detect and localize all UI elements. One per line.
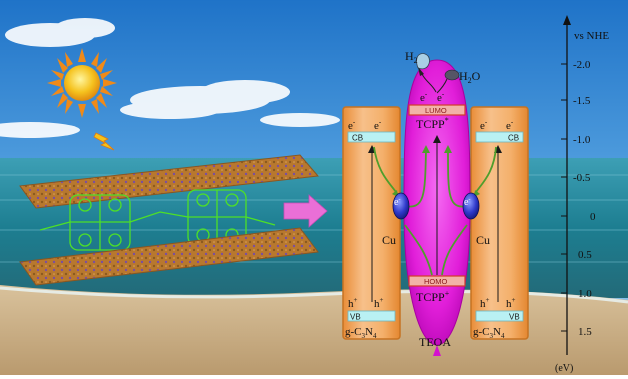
axis-tick-label: -2.0 (573, 59, 591, 71)
h2-bubble (416, 53, 437, 93)
left-electron-2: e- (374, 118, 382, 132)
homo-band (408, 275, 466, 287)
cu-to-lumo-arrow-left (403, 149, 427, 208)
lightning-icon (93, 132, 115, 151)
homo-label: HOMO (424, 277, 447, 286)
right-vb-label: VB (509, 313, 520, 322)
surf-line (0, 286, 628, 304)
right-vb-band (475, 310, 524, 322)
left-hole-1: h+ (348, 296, 358, 310)
axis-title: vs NHE (574, 30, 609, 42)
homo-link-left (404, 224, 433, 276)
right-g-c3n4-label: g-C3N4 (473, 326, 505, 340)
porphyrin-molecules (39, 189, 276, 251)
left-hole-2: h+ (374, 296, 384, 310)
axis-tick-label: -1.0 (573, 134, 591, 146)
axis-tick-label: 1.0 (578, 288, 592, 300)
right-cu-particle: e- (462, 192, 480, 220)
right-cb-label: CB (508, 134, 519, 143)
pink-arrow-icon (283, 194, 328, 228)
h2-label: H2 (405, 49, 418, 65)
tcpp-star-label: TCPP* (416, 116, 449, 131)
axis-tick-label: 1.5 (578, 326, 592, 338)
right-hole-1: h+ (480, 296, 490, 310)
right-cu-label: Cu (476, 233, 490, 247)
left-vb-label: VB (350, 313, 361, 322)
axis-tick-label: 0 (590, 211, 596, 223)
h2o-droplet (436, 69, 460, 94)
tcpp-plus-label: TCPP+ (416, 289, 450, 304)
left-cu-electron: e- (394, 197, 400, 208)
center-electron-2: e- (437, 90, 445, 104)
left-cb-band (347, 131, 396, 143)
right-electron-2: e- (506, 118, 514, 132)
right-cb-band (475, 131, 524, 143)
axis-tick-label: -0.5 (573, 172, 591, 184)
clouds (0, 18, 340, 138)
g-c3n4-sheet-bottom (19, 227, 319, 286)
left-cb-label: CB (352, 134, 363, 143)
energy-axis: vs NHE (eV) -2.0 -1.5 -1.0 -0.5 0 0.5 1.… (555, 15, 609, 374)
left-vb-band (347, 310, 396, 322)
homo-link-right (441, 224, 468, 276)
left-electron-1: e- (348, 118, 356, 132)
left-g-c3n4-panel: CB VB e- e- h+ h+ g-C3N4 (342, 106, 401, 340)
right-electron-1: e- (480, 118, 488, 132)
left-cu-label: Cu (382, 233, 396, 247)
teoa-label: TEOA (419, 335, 451, 349)
left-g-c3n4-label: g-C3N4 (345, 326, 377, 340)
center-electron-1: e- (420, 90, 428, 104)
axis-tick-label: -1.5 (573, 95, 591, 107)
sun-icon (47, 48, 117, 118)
right-hole-2: h+ (506, 296, 516, 310)
lumo-band (408, 104, 466, 116)
h2o-label: H2O (459, 69, 481, 85)
lumo-label: LUMO (425, 106, 447, 115)
axis-tick-label: 0.5 (578, 249, 592, 261)
right-g-c3n4-panel: CB VB e- e- h+ h+ g-C3N4 (470, 106, 529, 340)
left-cu-particle: e- (392, 192, 410, 220)
sand-background (0, 285, 628, 375)
right-cu-electron: e- (464, 197, 470, 208)
axis-unit: (eV) (555, 363, 573, 374)
